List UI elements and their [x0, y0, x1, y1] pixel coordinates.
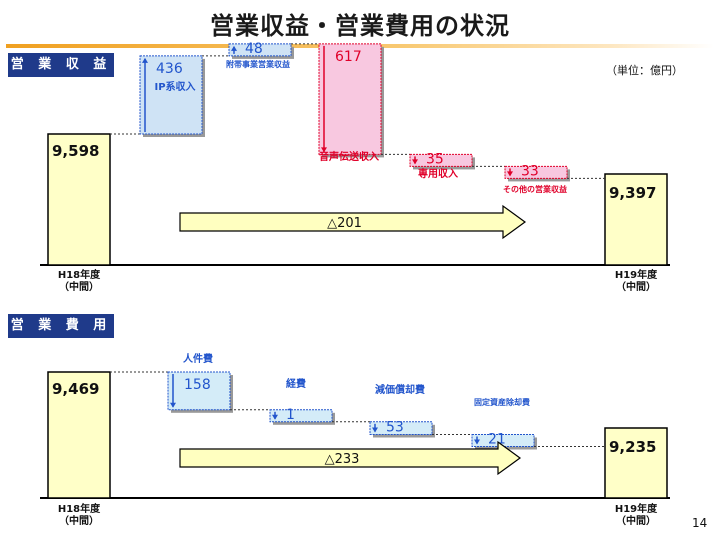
bar-end-total: [604, 427, 668, 499]
data-label-end: 9,397: [609, 184, 656, 202]
x-label-step: 減価償却費: [375, 383, 425, 396]
bar-arrowhead: [372, 427, 378, 433]
bar-start-total: [47, 371, 111, 499]
bar-step: [504, 165, 568, 179]
section-label-cost: 営 業 費 用: [8, 314, 114, 338]
bar-arrowhead: [272, 414, 278, 420]
x-label-step: 専用収入: [418, 167, 458, 180]
bar-step: [228, 43, 292, 57]
section-label-revenue: 営 業 収 益: [8, 53, 114, 77]
x-label-step: 固定資産除却費: [474, 397, 530, 407]
bar-arrowhead: [321, 147, 327, 153]
page-number: 14: [692, 516, 708, 530]
x-label-start: H18年度（中間）: [58, 268, 101, 293]
x-label-step: 音声伝送収入: [319, 150, 379, 163]
bar-arrowhead: [507, 171, 513, 177]
x-label-step: 附帯事業営業収益: [226, 59, 290, 69]
change-arrow: [179, 204, 527, 240]
change-label: △233: [325, 452, 360, 467]
data-label-step: 53: [386, 419, 404, 435]
bar-step: [318, 43, 382, 155]
bar-arrowhead: [412, 159, 418, 165]
change-label: △201: [327, 216, 362, 231]
bar-end-total: [604, 173, 668, 266]
bar-arrowhead: [170, 402, 176, 408]
x-label-step: 人件費: [183, 352, 213, 365]
x-label-step: IP系収入: [154, 80, 195, 93]
data-label-step: 617: [335, 49, 362, 65]
data-label-step: 33: [521, 163, 539, 179]
x-label-end: H19年度（中間）: [615, 502, 658, 527]
data-label-step: 1: [286, 407, 295, 423]
bar-arrowhead: [474, 439, 480, 445]
data-label-step: 48: [245, 41, 263, 57]
data-label-step: 158: [184, 377, 211, 393]
data-label-step: 35: [426, 151, 444, 167]
bar-arrowhead: [231, 45, 237, 51]
x-label-step: 経費: [286, 377, 306, 390]
x-label-step: その他の営業収益: [503, 184, 567, 194]
data-label-start: 9,469: [52, 380, 99, 398]
data-label-end: 9,235: [609, 438, 656, 456]
bar-step: [269, 409, 333, 423]
x-label-start: H18年度（中間）: [58, 502, 101, 527]
page-title: 営業収益・営業費用の状況: [210, 12, 510, 40]
unit-label: （単位：億円）: [606, 64, 683, 77]
data-label-start: 9,598: [52, 142, 99, 160]
change-arrow: [179, 440, 522, 476]
bar-step: [409, 153, 473, 167]
data-label-step: 436: [156, 61, 183, 77]
bar-arrowhead: [142, 57, 148, 63]
bar-start-total: [47, 133, 111, 266]
bar-step: [369, 421, 433, 435]
data-label-step: 21: [488, 431, 506, 447]
bar-step: [167, 371, 231, 411]
x-label-end: H19年度（中間）: [615, 268, 658, 293]
bar-step: [139, 55, 203, 135]
